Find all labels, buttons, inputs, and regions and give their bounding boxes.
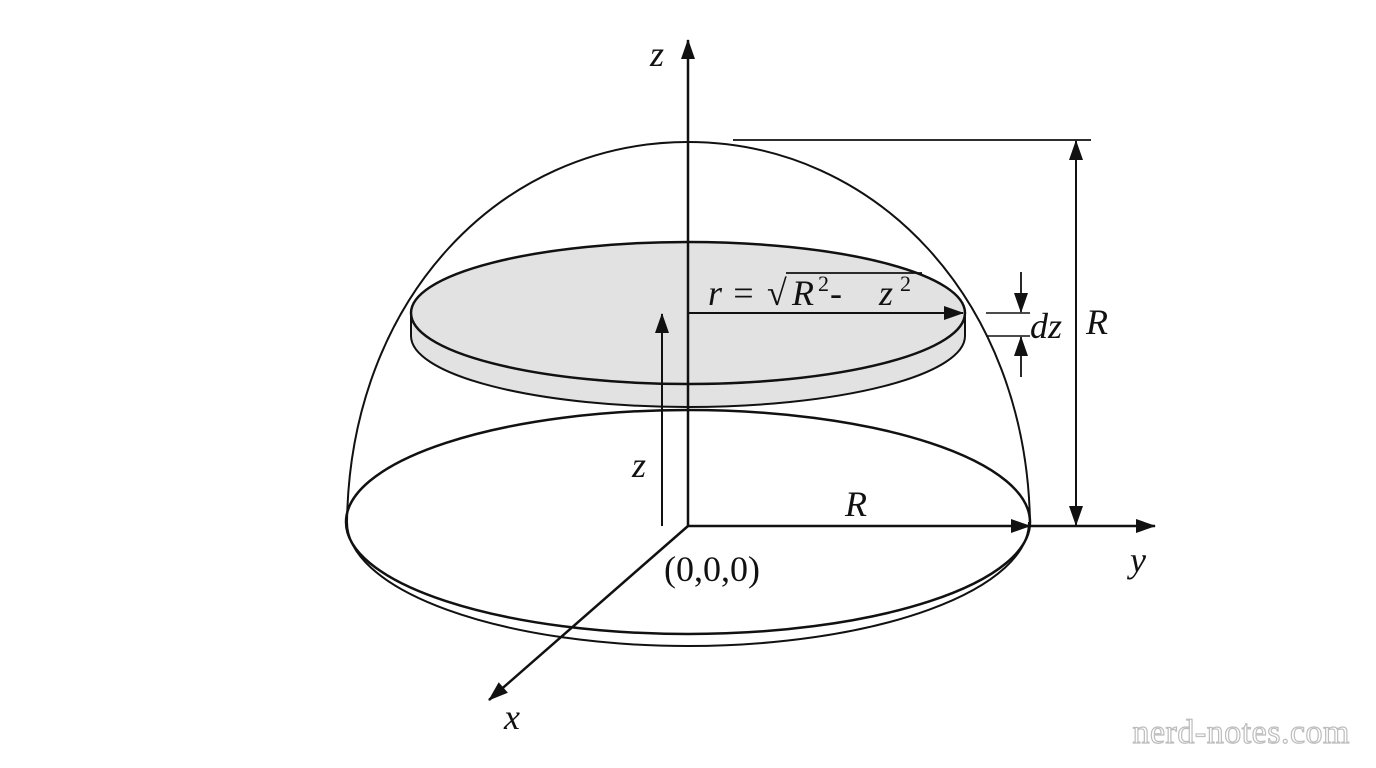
- formula-R: R: [791, 273, 814, 313]
- formula-z: z: [878, 273, 893, 313]
- formula-minus: -: [830, 273, 842, 313]
- radius-formula: r = √ R 2 - z 2: [708, 271, 922, 313]
- origin-label: (0,0,0): [664, 549, 760, 589]
- formula-radical: √: [767, 273, 787, 313]
- formula-lhs: r =: [708, 273, 755, 313]
- z-axis-label: z: [649, 34, 664, 74]
- base-rim: [346, 521, 1030, 647]
- base-radius-label: R: [844, 484, 867, 524]
- y-axis-label: y: [1127, 540, 1146, 580]
- formula-exp2: 2: [900, 271, 911, 296]
- height-R-label: R: [1085, 302, 1108, 342]
- x-axis: [488, 525, 689, 701]
- dz-label: dz: [1030, 306, 1062, 346]
- formula-exp1: 2: [818, 271, 829, 296]
- watermark: nerd-notes.com: [1132, 714, 1350, 751]
- x-axis-label: x: [503, 697, 520, 737]
- height-z-label: z: [631, 445, 646, 485]
